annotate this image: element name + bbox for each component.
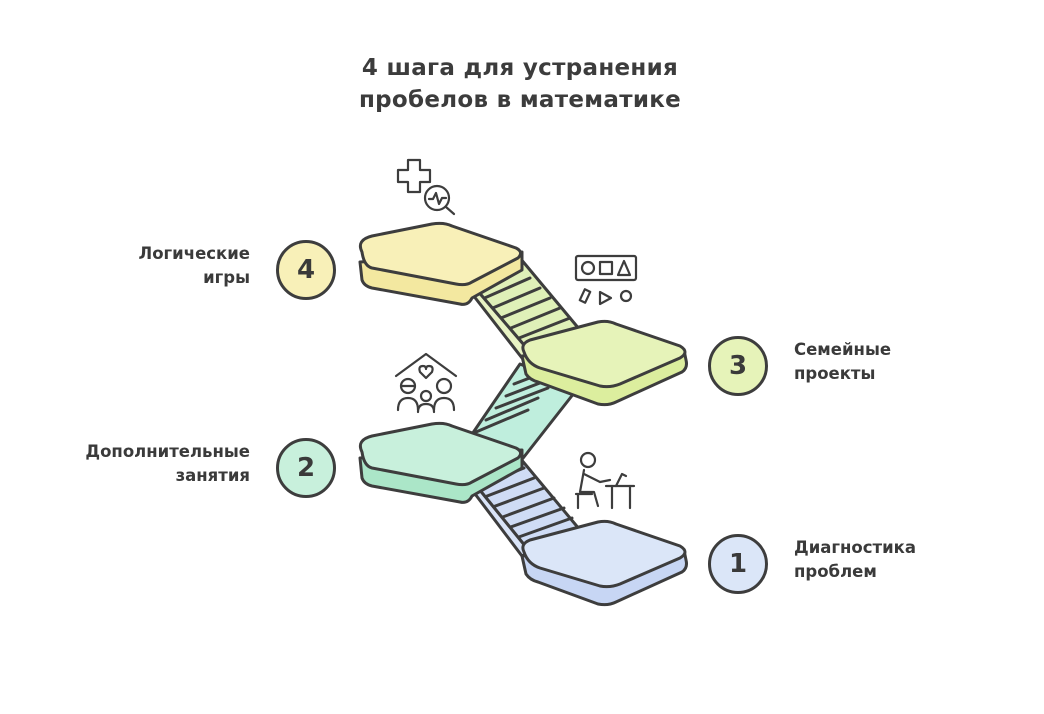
title-line-2: пробелов в математике (358, 87, 682, 113)
step-2-number: 2 (296, 453, 316, 483)
step-3-number: 3 (728, 351, 748, 381)
step-2-label: Дополнительные занятия (85, 442, 250, 485)
title-line-1: 4 шага для устранения (361, 55, 679, 81)
step-3-label: Семейные проекты (794, 340, 892, 383)
shapes-board-icon (574, 254, 638, 306)
step-1-badge: 1 (708, 534, 768, 594)
step-2-badge: 2 (276, 438, 336, 498)
step-1-number: 1 (728, 549, 748, 579)
platform-2 (358, 421, 524, 504)
step-4-label: Логические игры (138, 244, 250, 287)
platform-4 (358, 221, 524, 306)
family-home-icon (394, 352, 458, 414)
platform-1 (520, 519, 688, 607)
step-1-label: Диагностика проблем (794, 538, 916, 581)
step-3-badge: 3 (708, 336, 768, 396)
student-at-desk-icon (574, 451, 636, 510)
health-check-icon (396, 158, 456, 216)
step-4-number: 4 (296, 255, 316, 285)
step-4-badge: 4 (276, 240, 336, 300)
diagram-title: 4 шага для устранения пробелов в математ… (0, 52, 1040, 116)
platform-3 (520, 319, 688, 407)
